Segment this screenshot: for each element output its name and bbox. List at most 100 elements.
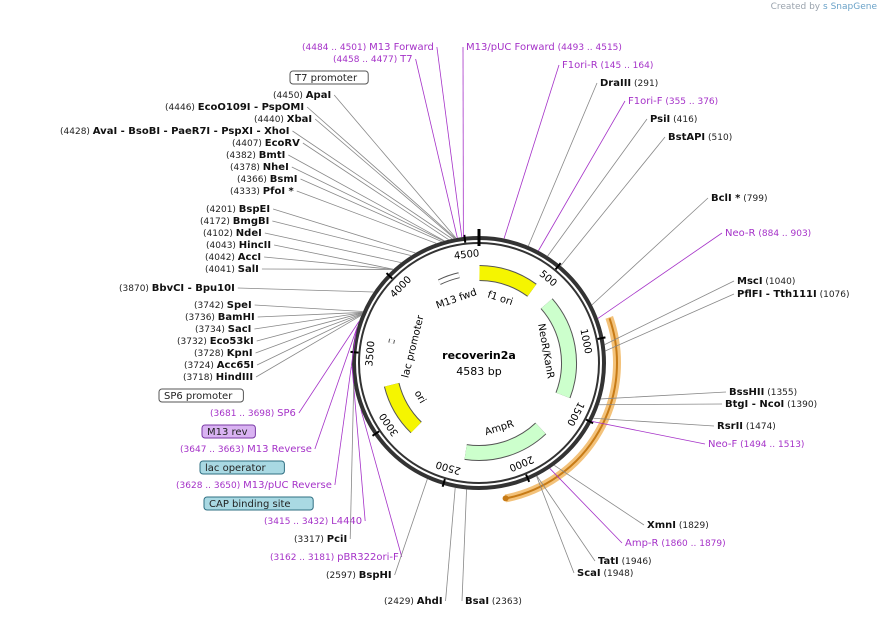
map-label-bstapi[interactable]: BstAPI (510) xyxy=(668,132,732,143)
map-label-pcii[interactable]: (3317) PciI xyxy=(294,534,347,545)
map-label-bsshii[interactable]: BssHII (1355) xyxy=(729,387,797,398)
map-label-f1ori-f[interactable]: F1ori-F (355 .. 376) xyxy=(628,96,718,107)
map-label-sali[interactable]: (4041) SalI xyxy=(205,264,259,275)
map-label-draiii[interactable]: DraIII (291) xyxy=(600,78,658,89)
leader-line xyxy=(300,178,442,242)
label-text: (3415 .. 3432) L4440 xyxy=(264,516,362,527)
leader-line xyxy=(296,190,437,244)
map-label-m13-puc-reverse[interactable]: (3628 .. 3650) M13/pUC Reverse xyxy=(176,480,332,491)
map-label-pflfi[interactable]: PflFI - Tth111I (1076) xyxy=(737,289,850,300)
map-label-t7-promoter[interactable]: T7 promoter xyxy=(289,70,369,85)
map-label-xmni[interactable]: XmnI (1829) xyxy=(647,520,709,531)
map-label-bspei[interactable]: (4201) BspEI xyxy=(206,204,270,215)
map-label-pbr322ori-f[interactable]: (3162 .. 3181) pBR322ori-F xyxy=(270,552,399,563)
map-label-ahdi[interactable]: (2429) AhdI xyxy=(384,596,443,607)
map-label-ecoo109i[interactable]: (4446) EcoO109I - PspOMI xyxy=(165,102,304,113)
leader-line xyxy=(314,118,455,239)
label-text: F1ori-R (145 .. 164) xyxy=(562,60,653,71)
map-label-btgi[interactable]: BtgI - NcoI (1390) xyxy=(725,399,817,410)
map-label-saci[interactable]: (3734) SacI xyxy=(195,324,251,335)
label-text: (3681 .. 3698) SP6 xyxy=(210,408,296,419)
map-label-ndei[interactable]: (4102) NdeI xyxy=(203,228,262,239)
feature-ori[interactable]: ori xyxy=(383,382,428,434)
map-label-ecorv[interactable]: (4407) EcoRV xyxy=(232,138,300,149)
label-text: PflFI - Tth111I (1076) xyxy=(737,289,850,300)
map-label-f1ori-r[interactable]: F1ori-R (145 .. 164) xyxy=(562,60,653,71)
map-label-msci[interactable]: MscI (1040) xyxy=(737,276,795,287)
leader-line xyxy=(445,487,456,602)
leader-line xyxy=(554,464,645,526)
leader-line xyxy=(237,287,374,293)
map-label-cap-binding-site[interactable]: CAP binding site xyxy=(203,496,314,511)
map-label-m13-forward[interactable]: (4484 .. 4501) M13 Forward xyxy=(302,42,434,53)
map-label-l4440[interactable]: (3415 .. 3432) L4440 xyxy=(264,516,362,527)
map-label-m13-rev[interactable]: M13 rev xyxy=(201,424,256,439)
label-text: XmnI (1829) xyxy=(647,520,709,531)
label-text: (4440) XbaI xyxy=(254,114,312,125)
label-text: (3647 .. 3663) M13 Reverse xyxy=(180,444,312,455)
map-label-rsrii[interactable]: RsrII (1474) xyxy=(717,421,776,432)
map-label-acc65i[interactable]: (3724) Acc65I xyxy=(184,360,254,371)
map-label-eco53ki[interactable]: (3732) Eco53kI xyxy=(177,336,254,347)
map-label-bmti[interactable]: (4382) BmtI xyxy=(226,150,285,161)
map-label-bsphi[interactable]: (2597) BspHI xyxy=(326,570,392,581)
map-label-bsai[interactable]: BsaI (2363) xyxy=(465,596,522,607)
leader-line xyxy=(254,304,363,312)
map-label-sp6[interactable]: (3681 .. 3698) SP6 xyxy=(210,408,296,419)
map-label-acci[interactable]: (4042) AccI xyxy=(205,252,261,263)
scale-label: 1000 xyxy=(577,328,593,355)
leader-line xyxy=(254,312,363,330)
label-text: (4378) NheI xyxy=(230,162,289,173)
feature-neor-kanr[interactable]: NeoR/KanR xyxy=(535,298,577,399)
map-label-tati[interactable]: TatI (1946) xyxy=(598,556,652,567)
map-label-bcli-[interactable]: BclI * (799) xyxy=(711,193,767,204)
map-label-kpni[interactable]: (3728) KpnI xyxy=(194,348,253,359)
leader-line xyxy=(274,244,394,270)
label-text: (3718) HindIII xyxy=(183,372,253,383)
leader-line xyxy=(264,232,402,264)
map-label-avai[interactable]: (4428) AvaI - BsoBI - PaeR7I - PspXI - X… xyxy=(60,126,290,137)
feature-f1-ori[interactable]: f1 ori xyxy=(479,265,537,308)
label-text: BclI * (799) xyxy=(711,193,767,204)
credit-prefix: Created by xyxy=(770,2,821,12)
label-text: (3870) BbvCI - Bpu10I xyxy=(119,283,235,294)
map-label-bsmi[interactable]: (4366) BsmI xyxy=(237,174,298,185)
map-label-bmgbi[interactable]: (4172) BmgBI xyxy=(200,216,269,227)
map-label-hindiii[interactable]: (3718) HindIII xyxy=(183,372,253,383)
map-label-neo-f[interactable]: Neo-F (1494 .. 1513) xyxy=(708,439,804,450)
leader-line xyxy=(597,232,723,319)
map-label-lac-operator[interactable]: lac operator xyxy=(199,460,285,475)
label-text: (4333) PfoI * xyxy=(230,186,295,197)
map-label-xbai[interactable]: (4440) XbaI xyxy=(254,114,312,125)
map-label-nhei[interactable]: (4378) NheI xyxy=(230,162,289,173)
map-label-m13-puc-forward[interactable]: M13/pUC Forward (4493 .. 4515) xyxy=(466,42,622,53)
snapgene-credit: Created by ꜱ SnapGene xyxy=(771,2,877,12)
feature-label: NeoR/KanR xyxy=(535,323,556,380)
leader-line xyxy=(256,313,362,366)
map-label-neo-r[interactable]: Neo-R (884 .. 903) xyxy=(725,228,811,239)
map-label-bamhi[interactable]: (3736) BamHI xyxy=(185,312,255,323)
map-label-apai[interactable]: (4450) ApaI xyxy=(273,90,331,101)
map-label-scai[interactable]: ScaI (1948) xyxy=(577,568,633,579)
label-text: M13 rev xyxy=(207,427,248,438)
map-label-amp-r[interactable]: Amp-R (1860 .. 1879) xyxy=(625,538,726,549)
credit-brand: SnapGene xyxy=(830,2,877,12)
leader-line xyxy=(257,312,363,318)
map-label-hincii[interactable]: (4043) HincII xyxy=(206,240,271,251)
label-text: BssHII (1355) xyxy=(729,387,797,398)
map-label-bbvci[interactable]: (3870) BbvCI - Bpu10I xyxy=(119,283,235,294)
feature-lac-promoter[interactable]: lac promoter xyxy=(388,313,427,379)
map-label-m13-reverse[interactable]: (3647 .. 3663) M13 Reverse xyxy=(180,444,312,455)
leader-line xyxy=(351,366,366,522)
label-text: (4172) BmgBI xyxy=(200,216,269,227)
leader-line xyxy=(598,403,723,406)
map-label-sp6-promoter[interactable]: SP6 promoter xyxy=(158,388,244,403)
map-label-spei[interactable]: (3742) SpeI xyxy=(194,300,252,311)
feature-m13-fwd[interactable]: M13 fwd xyxy=(435,272,479,312)
scale-tick xyxy=(585,418,594,425)
map-label-pfoi-[interactable]: (4333) PfoI * xyxy=(230,186,295,197)
map-label-psii[interactable]: PsiI (416) xyxy=(650,114,697,125)
map-label-t7[interactable]: (4458 .. 4477) T7 xyxy=(333,54,413,65)
feature-ampr[interactable]: AmpR xyxy=(464,419,547,461)
